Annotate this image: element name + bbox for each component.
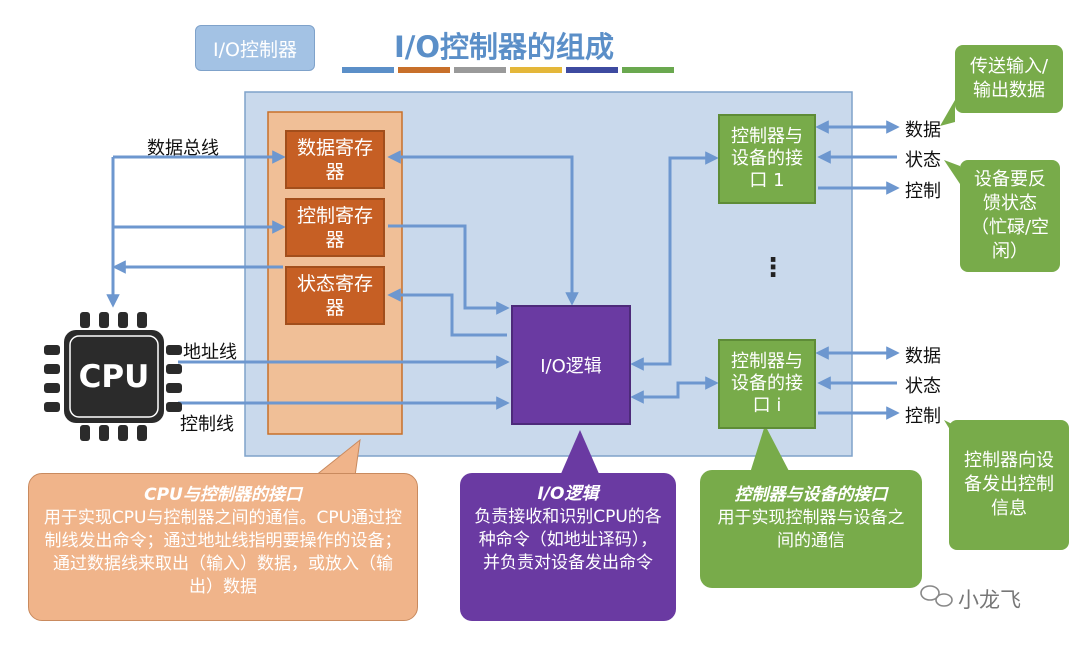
- connection-lines: [106, 120, 900, 420]
- ifacei-status-label: 状态: [905, 376, 941, 397]
- status-register-label: 状态寄存器: [296, 272, 373, 319]
- iface1-control-label: 控制: [905, 181, 941, 202]
- io-logic-block: I/O逻辑: [511, 305, 631, 425]
- control-info-callout-text: 控制器向设备发出控制信息: [964, 450, 1054, 519]
- io-logic-callout-title: I/O逻辑: [537, 484, 599, 504]
- device-interface-callout: 控制器与设备的接口 用于实现控制器与设备之间的通信: [700, 470, 922, 588]
- data-transfer-callout-text: 传送输入/输出数据: [969, 56, 1049, 101]
- status-register: 状态寄存器: [285, 266, 385, 325]
- dev-iface-callout-tail: [750, 425, 790, 473]
- device-interface-callout-body: 用于实现控制器与设备之间的通信: [717, 508, 905, 551]
- wechat-icon: [920, 585, 953, 607]
- interface-ellipsis: ⋮: [760, 253, 786, 283]
- data-callout-tail: [940, 100, 955, 126]
- data-register: 数据寄存器: [285, 130, 385, 189]
- device-interface-1-label: 控制器与设备的接口 1: [731, 126, 803, 191]
- data-transfer-callout: 传送输入/输出数据: [955, 45, 1063, 113]
- ifacei-data-label: 数据: [905, 346, 941, 367]
- control-line-label: 控制线: [180, 414, 234, 435]
- cpu-label-text: CPU: [78, 358, 150, 395]
- io-logic-callout-body: 负责接收和识别CPU的各种命令（如地址译码），并负责对设备发出命令: [474, 507, 662, 573]
- status-callout-tail: [944, 160, 960, 184]
- cpu-chip-icon: [44, 312, 182, 441]
- control-register: 控制寄存器: [285, 198, 385, 257]
- cpu-label: CPU: [64, 330, 164, 423]
- cpu-interface-callout-title: CPU与控制器的接口: [144, 485, 302, 505]
- device-interface-i-label: 控制器与设备的接口 i: [731, 351, 803, 416]
- device-interface-callout-title: 控制器与设备的接口: [734, 485, 888, 505]
- status-feedback-callout-text: 设备要反馈状态（忙碌/空闲）: [970, 169, 1050, 262]
- title-underline: [342, 67, 674, 73]
- io-controller-tag: I/O控制器: [195, 25, 315, 71]
- iface1-status-label: 状态: [905, 150, 941, 171]
- cpu-interface-callout: CPU与控制器的接口 用于实现CPU与控制器之间的通信。CPU通过控制线发出命令…: [28, 473, 418, 621]
- address-line-label: 地址线: [183, 342, 237, 363]
- iface1-data-label: 数据: [905, 120, 941, 141]
- io-logic-callout: I/O逻辑 负责接收和识别CPU的各种命令（如地址译码），并负责对设备发出命令: [460, 473, 676, 621]
- io-logic-label: I/O逻辑: [540, 356, 602, 377]
- diagram-title: I/O控制器的组成: [394, 30, 615, 64]
- device-interface-1: 控制器与设备的接口 1: [718, 114, 816, 204]
- data-bus-label: 数据总线: [147, 138, 219, 159]
- device-interface-i: 控制器与设备的接口 i: [718, 339, 816, 429]
- io-logic-callout-tail: [560, 430, 600, 476]
- data-register-label: 数据寄存器: [296, 136, 373, 183]
- control-info-callout: 控制器向设备发出控制信息: [949, 420, 1069, 550]
- status-feedback-callout: 设备要反馈状态（忙碌/空闲）: [960, 160, 1060, 272]
- control-register-label: 控制寄存器: [296, 204, 373, 251]
- watermark-text: 小龙飞: [958, 588, 1021, 612]
- ifacei-control-label: 控制: [905, 406, 941, 427]
- io-controller-tag-label: I/O控制器: [213, 38, 297, 61]
- cpu-interface-callout-body: 用于实现CPU与控制器之间的通信。CPU通过控制线发出命令；通过地址线指明要操作…: [43, 508, 403, 597]
